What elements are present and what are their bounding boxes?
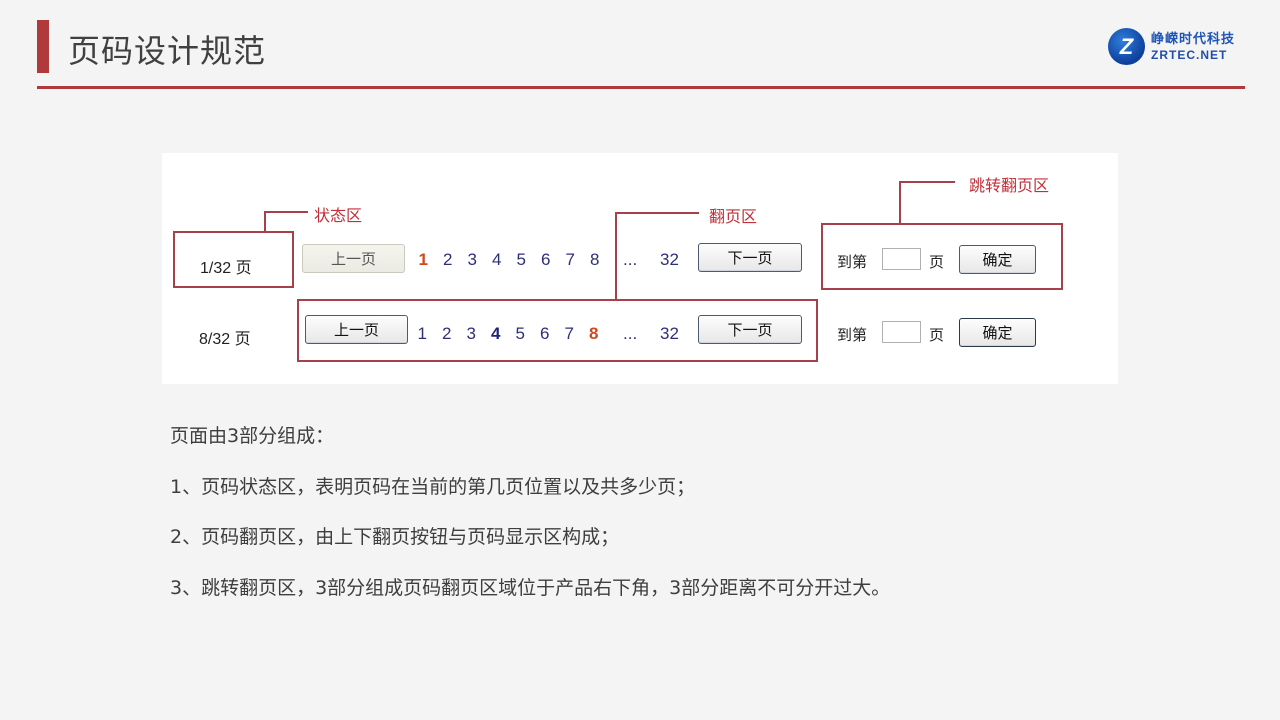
prev-page-button-row1[interactable]: 上一页 [302,244,405,273]
confirm-button-row2[interactable]: 确定 [959,318,1036,347]
page-link[interactable]: 2 [443,250,453,269]
jump-zone-label: 跳转翻页区 [969,176,1050,195]
logo-en-name: ZRTEC.NET [1151,47,1228,62]
status-zone-label: 状态区 [314,206,363,225]
logo-text: 峥嵘时代科技 ZRTEC.NET [1151,33,1235,61]
page-link[interactable]: 8 [589,324,599,343]
page-link[interactable]: 4 [492,250,502,269]
page-link[interactable]: 6 [540,324,550,343]
description-intro: 页面由3部分组成： [170,425,335,447]
page-link[interactable]: 8 [590,250,600,269]
jump-prefix-row2: 到第 [837,326,868,344]
description-item-3: 3、跳转翻页区，3部分组成页码翻页区域位于产品右下角，3部分距离不可分开过大。 [170,577,891,599]
last-page-link-row2[interactable]: 32 [660,324,679,343]
jump-zone-connector-v [899,181,901,224]
confirm-button-row1[interactable]: 确定 [959,245,1036,274]
paging-zone-connector-v [615,212,617,300]
page-link[interactable]: 3 [466,324,476,343]
next-page-button-row1[interactable]: 下一页 [698,243,802,272]
page-link[interactable]: 3 [467,250,477,269]
ellipsis-row1: ... [623,250,638,269]
page-link[interactable]: 2 [442,324,452,343]
page-link[interactable]: 7 [564,324,574,343]
jump-zone-box [821,223,1063,290]
jump-page-input-row1[interactable] [882,248,921,270]
pagination-figure: 状态区 翻页区 跳转翻页区 1/32 页 上一页 1 2 3 4 5 6 7 8… [162,153,1118,384]
page-link[interactable]: 4 [491,324,501,343]
page-link[interactable]: 5 [516,250,526,269]
ellipsis-row2: ... [623,324,638,343]
page-link[interactable]: 1 [417,324,427,343]
page-link[interactable]: 1 [418,250,428,269]
description-item-2: 2、页码翻页区，由上下翻页按钮与页码显示区构成； [170,526,620,548]
paging-zone-label: 翻页区 [709,207,758,226]
page-title: 页码设计规范 [68,32,267,70]
jump-zone-connector-h [899,181,955,183]
page-status-row2: 8/32 页 [199,331,251,348]
jump-suffix-row1: 页 [929,253,945,271]
page-status-row1: 1/32 页 [200,260,252,277]
paging-zone-box [297,299,818,362]
jump-prefix-row1: 到第 [837,253,868,271]
page-numbers-row1: 1 2 3 4 5 6 7 8 [411,250,607,270]
logo-cn-name: 峥嵘时代科技 [1151,31,1236,47]
status-zone-box [173,231,294,288]
page-numbers-row2: 1 2 3 4 5 6 7 8 [410,324,606,344]
page-link[interactable]: 5 [515,324,525,343]
prev-page-button-row2[interactable]: 上一页 [305,315,408,344]
last-page-link-row1[interactable]: 32 [660,250,679,269]
status-zone-connector-h [264,211,308,213]
jump-suffix-row2: 页 [929,326,945,344]
company-logo: Z 峥嵘时代科技 ZRTEC.NET [1108,28,1235,65]
status-zone-connector-v [264,211,266,232]
jump-page-input-row2[interactable] [882,321,921,343]
description-item-1: 1、页码状态区，表明页码在当前的第几页位置以及共多少页； [170,476,696,498]
next-page-button-row2[interactable]: 下一页 [698,315,802,344]
title-accent-bar [37,20,49,73]
paging-zone-connector-h [615,212,699,214]
page-link[interactable]: 6 [541,250,551,269]
header-divider [37,86,1245,89]
page-link[interactable]: 7 [565,250,575,269]
logo-mark-icon: Z [1108,28,1145,65]
